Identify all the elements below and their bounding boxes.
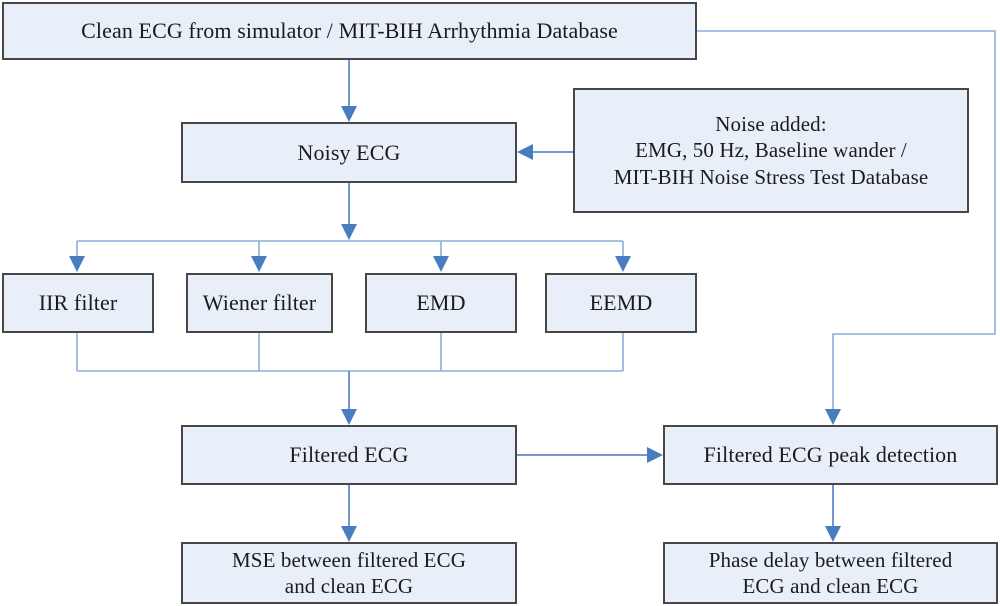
node-mse[interactable]: MSE between filtered ECG and clean ECG [181,542,517,604]
node-filtered-ecg[interactable]: Filtered ECG [181,425,517,485]
node-filtered-ecg-label: Filtered ECG [289,442,409,468]
edge-noise-to-noisy [517,144,573,160]
node-iir-filter[interactable]: IIR filter [2,273,154,333]
edge-filtered-to-peak-detection [517,447,663,463]
node-eemd-label: EEMD [589,290,653,316]
node-noise-added-label: Noise added: EMG, 50 Hz, Baseline wander… [613,112,929,189]
node-emd-label: EMD [416,290,466,316]
node-mse-label: MSE between filtered ECG and clean ECG [232,547,466,598]
node-noisy-ecg[interactable]: Noisy ECG [181,122,517,183]
node-peak-detection-label: Filtered ECG peak detection [703,442,958,468]
edge-filters-to-filtered-ecg [76,333,624,425]
node-wiener-filter[interactable]: Wiener filter [186,273,333,333]
node-phase-delay[interactable]: Phase delay between filtered ECG and cle… [663,542,998,604]
node-noise-added[interactable]: Noise added: EMG, 50 Hz, Baseline wander… [573,88,969,213]
edge-noisy-to-filter-bank [69,183,631,272]
edge-filtered-to-mse [341,485,357,542]
node-wiener-filter-label: Wiener filter [202,290,317,316]
edge-clean-to-noisy [341,60,357,122]
node-peak-detection[interactable]: Filtered ECG peak detection [663,425,998,485]
edge-peak-detection-to-phase-delay [825,485,841,542]
node-clean-ecg[interactable]: Clean ECG from simulator / MIT-BIH Arrhy… [2,2,697,60]
node-iir-filter-label: IIR filter [38,290,118,316]
node-eemd[interactable]: EEMD [545,273,697,333]
node-noisy-ecg-label: Noisy ECG [297,139,401,165]
node-emd[interactable]: EMD [365,273,517,333]
node-phase-delay-label: Phase delay between filtered ECG and cle… [708,547,953,598]
node-clean-ecg-label: Clean ECG from simulator / MIT-BIH Arrhy… [81,18,618,44]
